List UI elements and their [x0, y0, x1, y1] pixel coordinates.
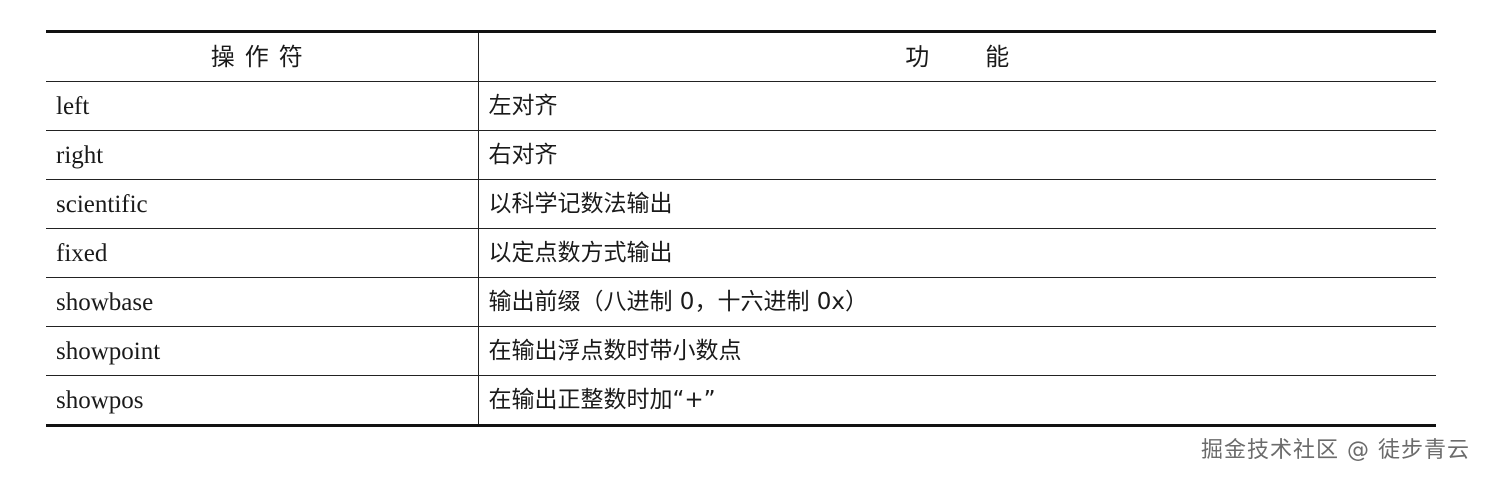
table-row: left 左对齐: [46, 81, 1436, 131]
operator-table-container: 操作符 功能 left 左对齐 right 右对齐 scientific 以科学…: [46, 30, 1436, 427]
function-cell: 输出前缀（八进制 0，十六进制 0x）: [478, 277, 1436, 327]
table-row: right 右对齐: [46, 130, 1436, 180]
table-row: showpoint 在输出浮点数时带小数点: [46, 326, 1436, 376]
function-cell: 在输出浮点数时带小数点: [478, 326, 1436, 376]
table-header: 操作符 功能: [46, 31, 1436, 82]
function-cell: 以定点数方式输出: [478, 228, 1436, 278]
operator-cell: showpos: [46, 375, 479, 426]
table-row: fixed 以定点数方式输出: [46, 228, 1436, 278]
operator-cell: showbase: [46, 277, 479, 327]
table-row: showbase 输出前缀（八进制 0，十六进制 0x）: [46, 277, 1436, 327]
header-operator: 操作符: [46, 31, 479, 82]
function-cell: 左对齐: [478, 81, 1436, 131]
function-cell: 以科学记数法输出: [478, 179, 1436, 229]
table-row: scientific 以科学记数法输出: [46, 179, 1436, 229]
table-body: left 左对齐 right 右对齐 scientific 以科学记数法输出 f…: [46, 81, 1436, 426]
table-row: showpos 在输出正整数时加“+”: [46, 375, 1436, 426]
operator-cell: showpoint: [46, 326, 479, 376]
header-function: 功能: [478, 31, 1436, 82]
operator-cell: fixed: [46, 228, 479, 278]
function-cell: 右对齐: [478, 130, 1436, 180]
operator-cell: right: [46, 130, 479, 180]
function-cell: 在输出正整数时加“+”: [478, 375, 1436, 426]
header-row: 操作符 功能: [46, 31, 1436, 82]
operator-cell: scientific: [46, 179, 479, 229]
operator-table: 操作符 功能 left 左对齐 right 右对齐 scientific 以科学…: [46, 30, 1436, 427]
operator-cell: left: [46, 81, 479, 131]
watermark: 掘金技术社区 @ 徒步青云: [1201, 438, 1470, 463]
